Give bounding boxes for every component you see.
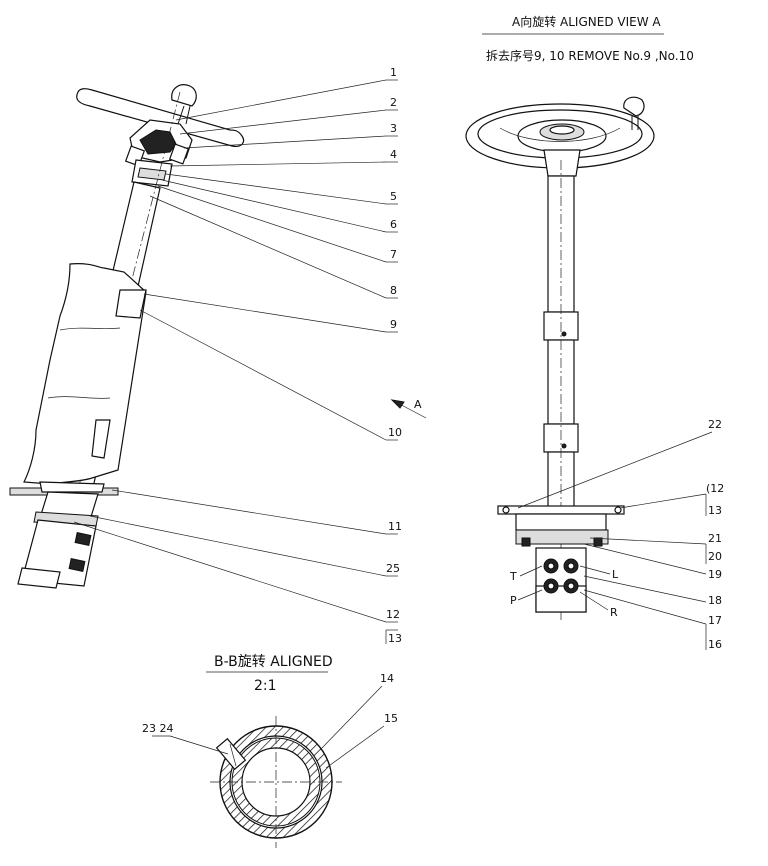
callout-7: 7 <box>390 248 397 261</box>
callout-16: 16 <box>708 638 722 651</box>
section-bb-view <box>210 716 342 848</box>
callout-15: 15 <box>384 712 398 725</box>
callout-20: 20 <box>708 550 722 563</box>
leader-lines-right <box>517 431 713 650</box>
port-label-t: T <box>509 570 517 583</box>
port-label-l: L <box>612 568 619 581</box>
front-view <box>465 96 655 620</box>
callout-22: 22 <box>708 418 722 431</box>
callout-3: 3 <box>390 122 397 135</box>
callout-1: 1 <box>390 66 397 79</box>
view-arrow-a-label: A <box>414 398 422 411</box>
port-label-p: P <box>510 594 517 607</box>
callout-18: 18 <box>708 594 722 607</box>
leader-lines-left <box>73 79 398 644</box>
section-bb-title: B-B旋转 ALIGNED <box>214 654 333 670</box>
view-arrow-a <box>390 399 427 419</box>
callout-13-ref: 13 <box>708 504 722 517</box>
callout-8: 8 <box>390 284 397 297</box>
callout-10: 10 <box>388 426 402 439</box>
leader-lines-section <box>152 685 385 769</box>
view-a-title: A向旋转 ALIGNED VIEW A <box>512 14 661 29</box>
callout-14: 14 <box>380 672 394 685</box>
side-view <box>9 84 245 589</box>
callout-4: 4 <box>390 148 397 161</box>
view-a-subtitle: 拆去序号9, 10 REMOVE No.9 ,No.10 <box>486 48 694 63</box>
port-label-r: R <box>610 606 618 619</box>
callout-13: 13 <box>388 632 402 645</box>
callout-19: 19 <box>708 568 722 581</box>
callout-17: 17 <box>708 614 722 627</box>
callout-12-ref: (12 <box>706 482 724 495</box>
callout-23-24: 23 24 <box>142 722 174 735</box>
section-bb-scale: 2:1 <box>254 678 277 694</box>
callout-12: 12 <box>386 608 400 621</box>
callout-6: 6 <box>390 218 397 231</box>
callout-5: 5 <box>390 190 397 203</box>
callout-11: 11 <box>388 520 402 533</box>
callout-21: 21 <box>708 532 722 545</box>
callout-25: 25 <box>386 562 400 575</box>
callout-2: 2 <box>390 96 397 109</box>
callout-9: 9 <box>390 318 397 331</box>
